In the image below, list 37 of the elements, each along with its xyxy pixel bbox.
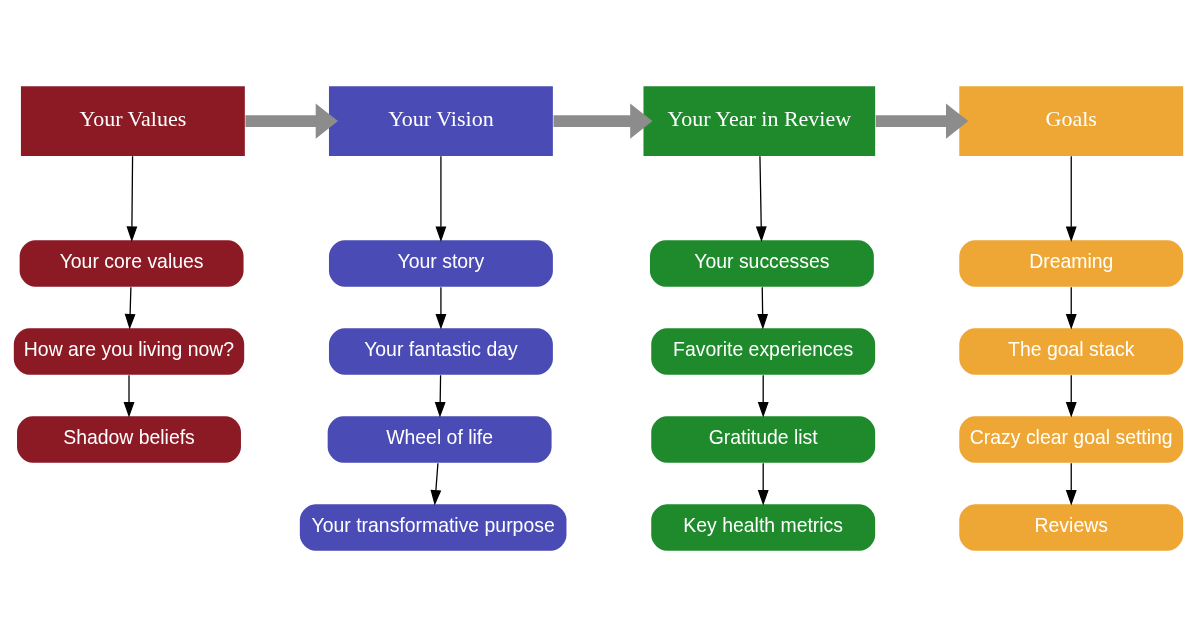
arrow [875, 103, 969, 139]
arrow [124, 286, 136, 330]
arrow [126, 155, 138, 242]
node-box: Dreaming [959, 239, 1184, 287]
arrow [434, 374, 446, 418]
node-box: Shadow beliefs [17, 415, 241, 463]
node-box: Your Vision [328, 85, 553, 156]
arrow [430, 462, 442, 506]
node-box: Wheel of life [327, 415, 552, 463]
node-box: Goals [959, 85, 1184, 156]
node-box: Your Values [20, 85, 245, 156]
arrow [755, 155, 767, 242]
node-box: Your fantastic day [328, 327, 553, 375]
arrow [757, 374, 769, 418]
arrow [757, 462, 769, 506]
arrow [435, 286, 447, 330]
arrow [1065, 155, 1077, 242]
arrow [245, 103, 339, 139]
node-box: Your Year in Review [643, 85, 876, 156]
node-box: Key health metrics [651, 503, 876, 551]
node-box: Your core values [19, 239, 244, 287]
arrow [123, 374, 135, 418]
node-box: How are you living now? [13, 327, 245, 375]
arrow [1065, 286, 1077, 330]
node-box: Your story [328, 239, 553, 287]
arrow [1065, 374, 1077, 418]
node-box: Favorite experiences [651, 327, 876, 375]
node-box: Your successes [649, 239, 874, 287]
node-box: Crazy clear goal setting [959, 415, 1184, 463]
arrow [435, 155, 447, 242]
node-box: Your transformative purpose [299, 503, 567, 551]
arrow [757, 286, 769, 330]
node-box: Reviews [959, 503, 1184, 551]
arrow [553, 103, 653, 139]
node-box: The goal stack [959, 327, 1184, 375]
node-box: Gratitude list [651, 415, 876, 463]
arrow [1065, 462, 1077, 506]
